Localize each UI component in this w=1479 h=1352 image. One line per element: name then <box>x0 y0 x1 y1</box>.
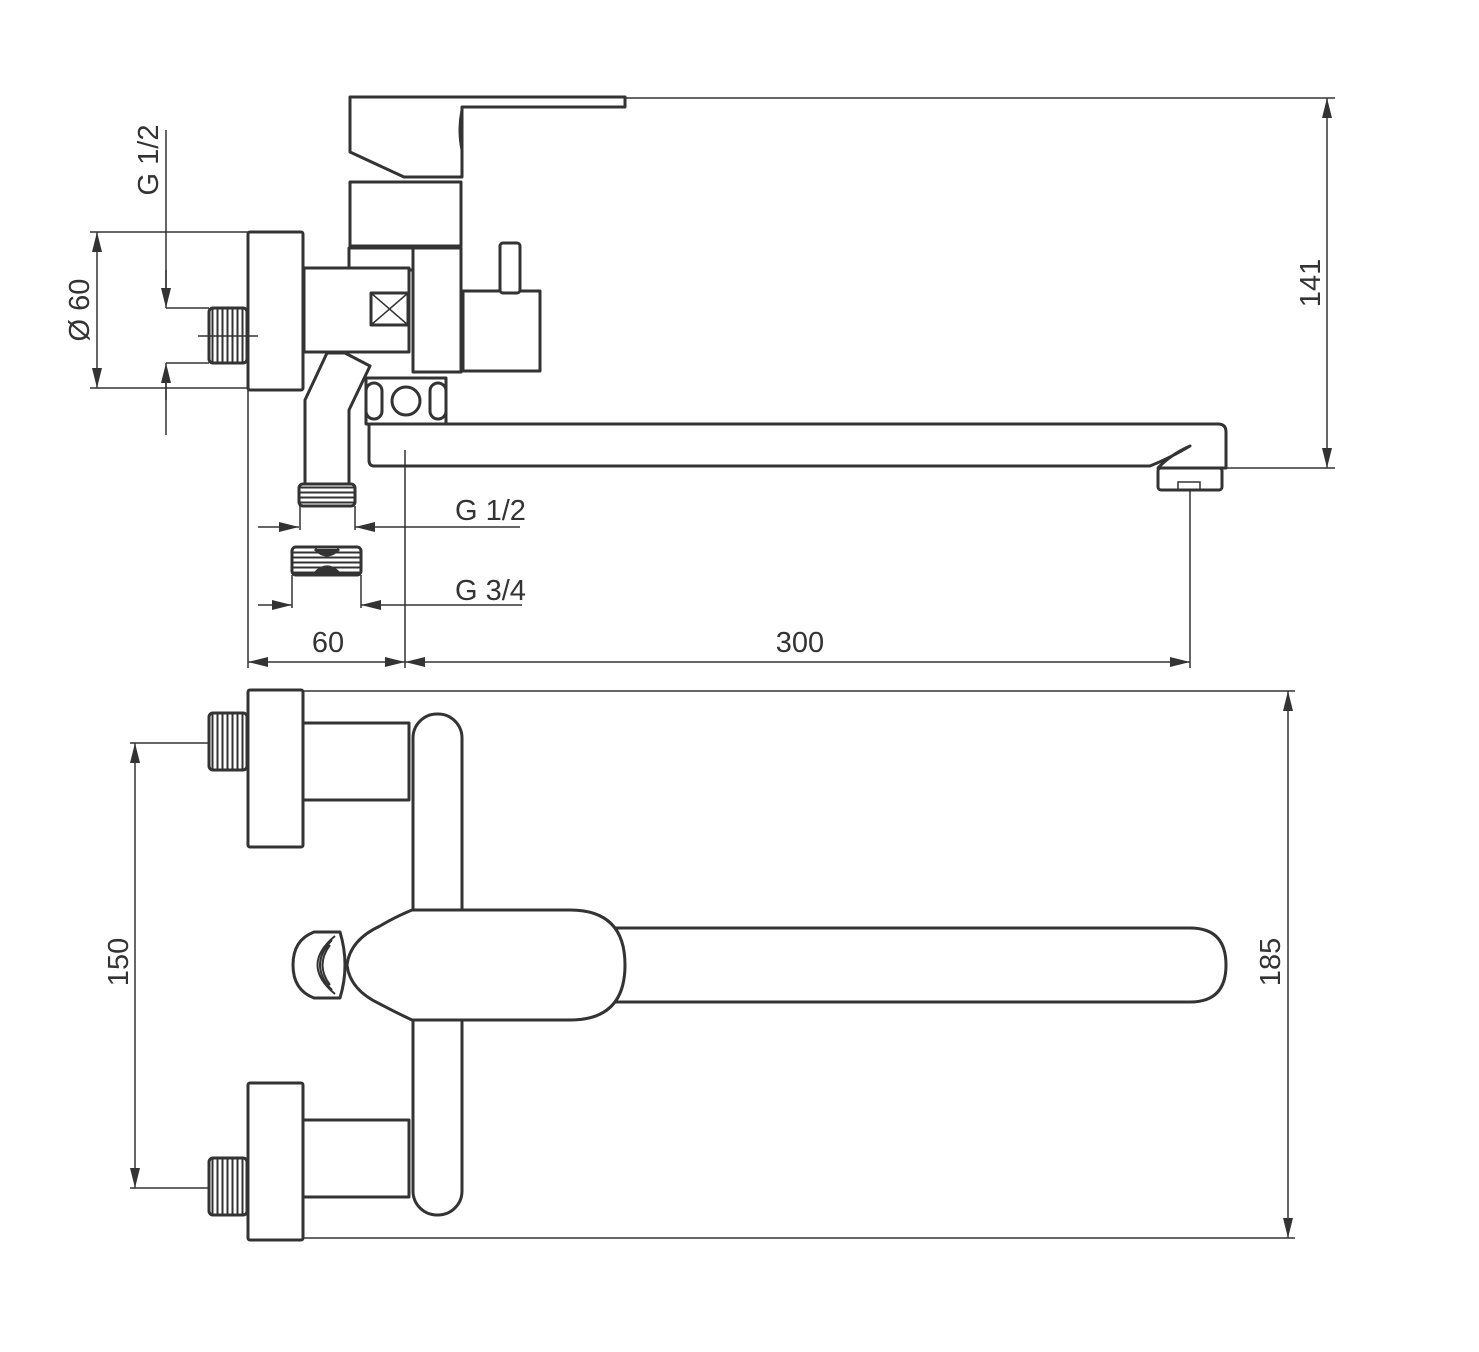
dim-total-width-label: 185 <box>1255 938 1287 986</box>
cartridge-housing <box>348 180 463 248</box>
wall-flange <box>246 230 305 392</box>
handle-lever <box>348 95 627 179</box>
top-view: 150 185 <box>103 688 1295 1242</box>
diverter-body <box>461 289 542 373</box>
outlet-thread <box>297 482 357 508</box>
bottom-cylinder <box>301 1118 411 1199</box>
side-view: 141 Ø 60 G 1/2 G 1/2 G 3/4 60 300 <box>64 95 1335 668</box>
top-cylinder <box>301 721 411 802</box>
top-inlet-thread <box>207 711 249 772</box>
dim-nut-thread-label: G 3/4 <box>455 575 526 607</box>
body-top <box>345 908 627 1022</box>
bottom-flange <box>246 1081 305 1242</box>
dim-flange-diameter-label: Ø 60 <box>64 279 96 342</box>
top-flange <box>246 688 305 849</box>
dim-inlet-thread-label: G 1/2 <box>133 125 165 196</box>
bottom-inlet-thread <box>207 1156 249 1217</box>
spout-top <box>588 926 1228 1004</box>
spout <box>367 422 1228 470</box>
body-main <box>411 246 463 374</box>
dim-inlet-spacing-label: 150 <box>103 938 135 986</box>
dim-height-label: 141 <box>1295 259 1327 307</box>
dim-spout-reach-label: 300 <box>776 627 824 659</box>
aerator <box>1156 466 1224 492</box>
g34-nut <box>290 545 363 577</box>
outlet-elbow <box>303 351 372 486</box>
dim-wall-offset-label: 60 <box>312 627 344 659</box>
diverter-knob <box>498 241 522 295</box>
dim-outlet-thread-label: G 1/2 <box>455 495 526 527</box>
